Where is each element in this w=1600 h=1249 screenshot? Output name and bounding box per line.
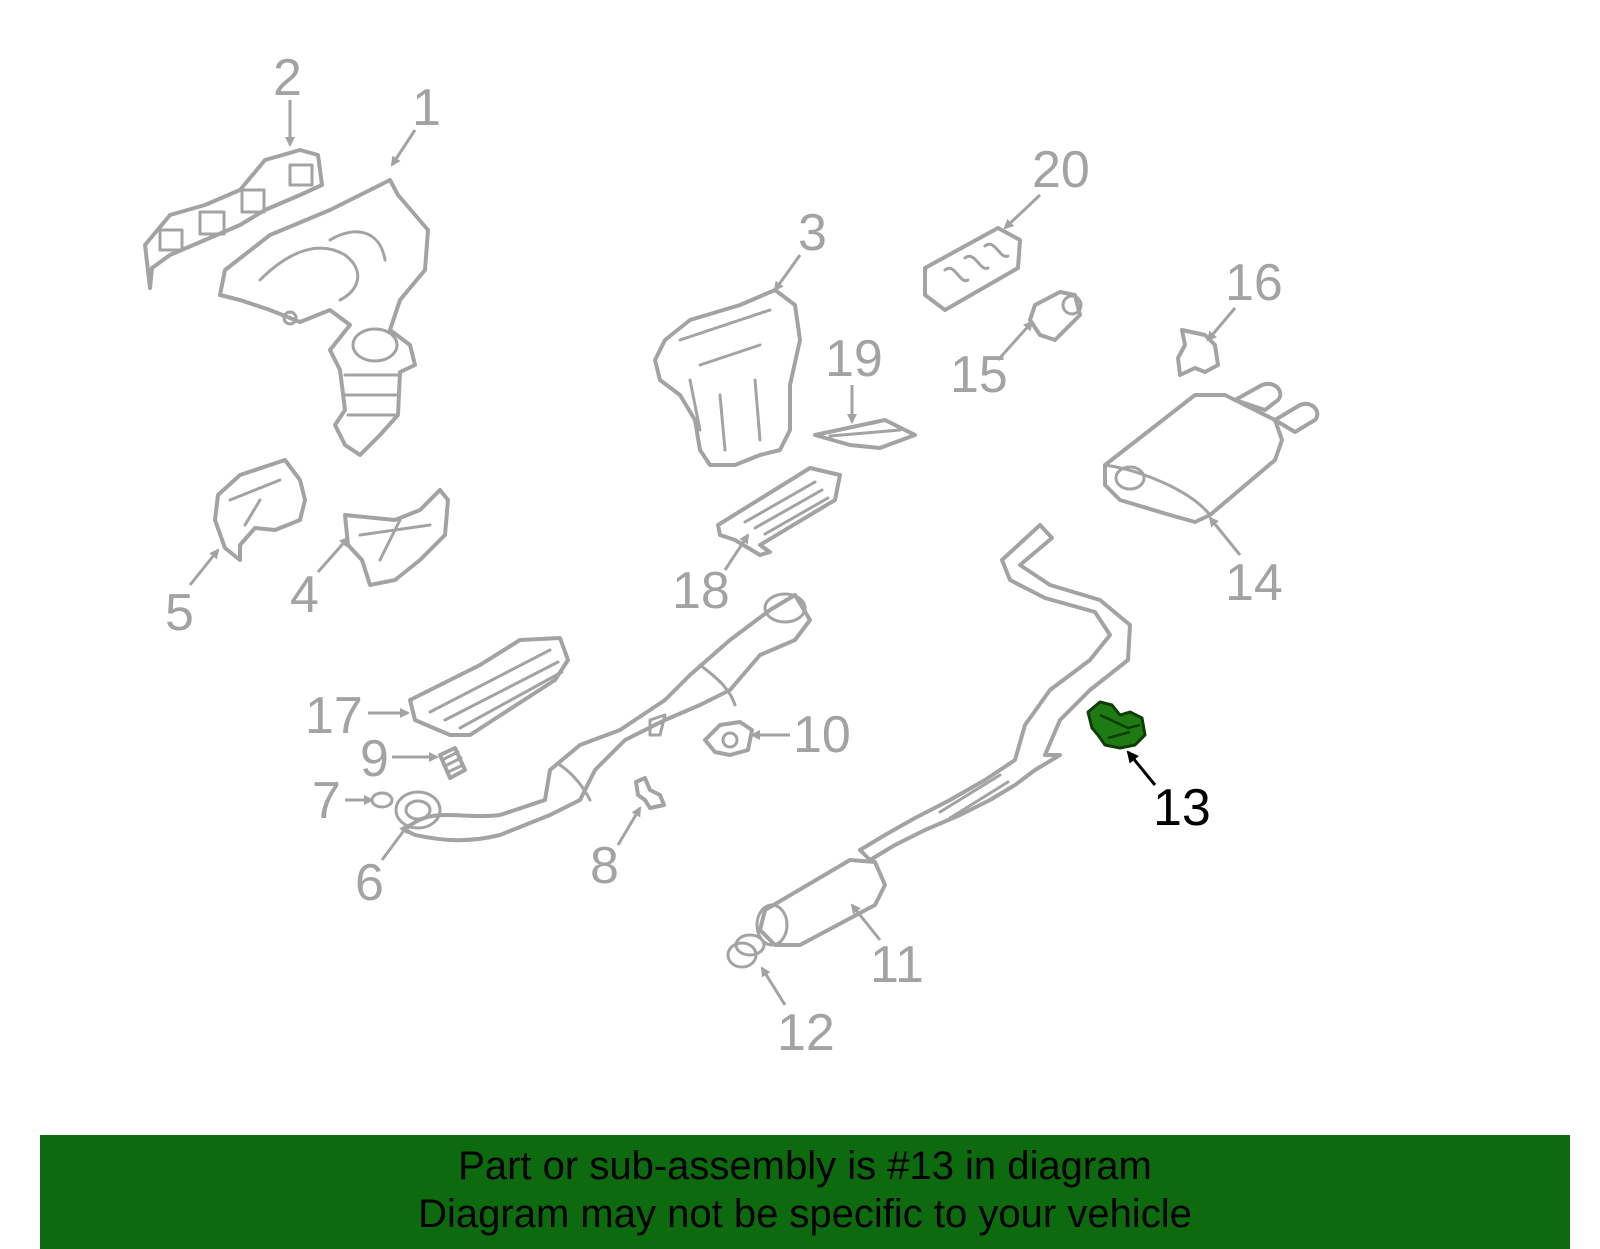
part-3-heat-shield <box>653 288 802 467</box>
label-5: 5 <box>165 584 194 642</box>
label-3: 3 <box>798 204 827 262</box>
label-9: 9 <box>360 730 389 788</box>
part-20-heat-insulator <box>923 226 1022 312</box>
label-4: 4 <box>290 566 319 624</box>
label-10: 10 <box>793 706 851 764</box>
label-6: 6 <box>355 854 384 912</box>
leader-lines <box>188 100 1242 1006</box>
info-banner: Part or sub-assembly is #13 in diagram D… <box>40 1135 1570 1249</box>
label-17: 17 <box>305 687 363 745</box>
part-10-gasket <box>703 720 754 757</box>
part-4-heat-shield <box>343 488 450 587</box>
part-19-heat-shield-plate <box>813 418 917 450</box>
part-9-spring <box>438 746 467 780</box>
part-15-rubber-mount <box>1028 290 1083 342</box>
label-16: 16 <box>1225 254 1283 312</box>
part-7-gasket-ring <box>370 791 394 809</box>
label-13: 13 <box>1153 779 1211 837</box>
label-7: 7 <box>312 772 341 830</box>
part-17-heat-shield <box>408 636 570 737</box>
part-2-manifold-gasket <box>143 148 324 290</box>
label-15: 15 <box>950 346 1008 404</box>
exhaust-parts-diagram: 1 2 3 4 5 6 7 8 9 10 11 12 13 14 15 16 1… <box>143 49 1320 1062</box>
part-11-center-pipe-muffler <box>726 523 1132 969</box>
label-8: 8 <box>590 837 619 895</box>
label-18: 18 <box>672 562 730 620</box>
part-14-rear-muffler <box>1103 381 1320 524</box>
part-1-exhaust-manifold <box>218 178 430 457</box>
part-5-heat-shield <box>213 458 307 562</box>
label-20: 20 <box>1032 141 1090 199</box>
part-18-heat-shield <box>716 466 842 557</box>
callout-numbers: 1 2 3 4 5 6 7 8 9 10 11 12 13 14 15 16 1… <box>165 49 1283 1062</box>
banner-part-note: Part or sub-assembly is #13 in diagram <box>458 1144 1152 1188</box>
label-14: 14 <box>1225 554 1283 612</box>
label-12: 12 <box>777 1004 835 1062</box>
part-8-bolt <box>634 776 666 810</box>
label-11: 11 <box>870 936 924 994</box>
label-2: 2 <box>273 49 302 107</box>
banner-disclaimer: Diagram may not be specific to your vehi… <box>418 1192 1192 1236</box>
label-1: 1 <box>412 79 441 137</box>
part-6-front-exhaust-pipe <box>394 592 812 843</box>
part-13-highlighted-bracket <box>1086 700 1147 750</box>
label-19: 19 <box>825 330 883 388</box>
